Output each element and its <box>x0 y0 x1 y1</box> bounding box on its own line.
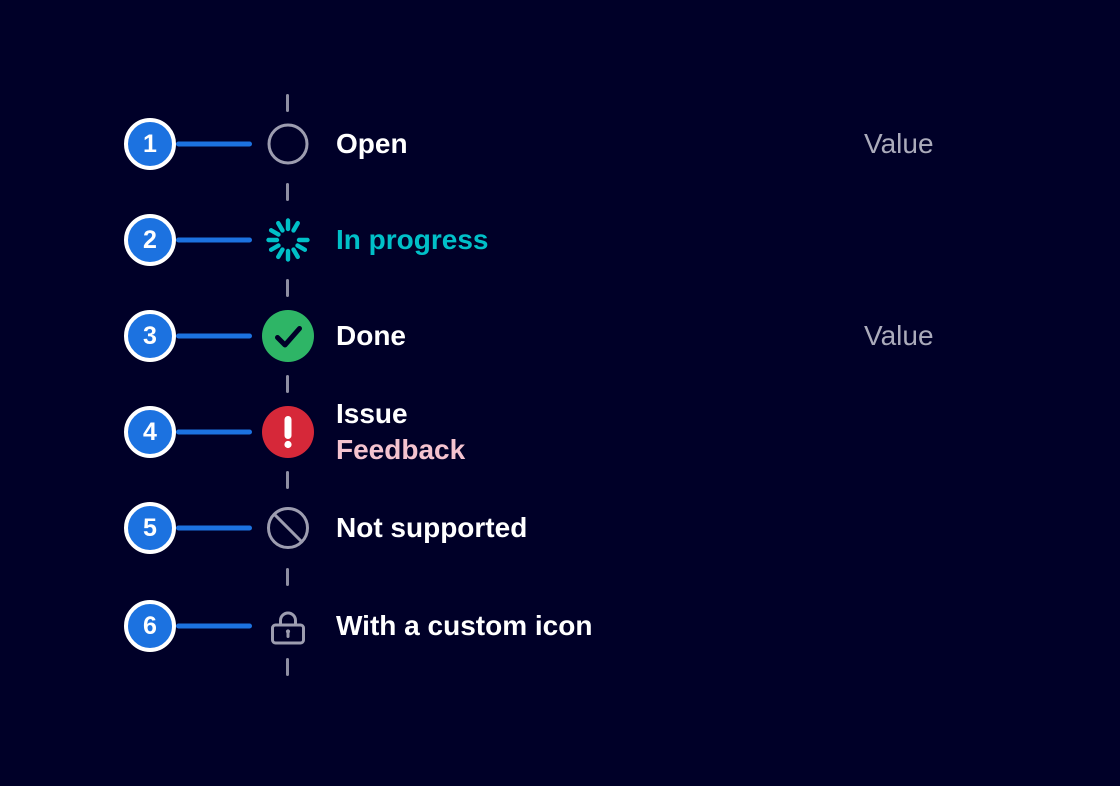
check-circle-icon <box>262 310 314 362</box>
step-sublabel-text: Feedback <box>336 434 466 465</box>
step-label-text: With a custom icon <box>336 610 593 641</box>
pointer-connector-line <box>176 237 252 243</box>
pointer-number: 3 <box>143 321 157 350</box>
step-label-text: Issue <box>336 398 408 429</box>
pointer-number: 2 <box>143 225 157 254</box>
pointer-connector-line <box>176 141 252 147</box>
timeline-step-done: 3 Done Value <box>0 288 1120 384</box>
step-label: With a custom icon <box>336 608 592 644</box>
pointer-connector-line <box>176 333 252 339</box>
timeline-dash <box>286 94 289 112</box>
pointer-number: 6 <box>143 611 157 640</box>
timeline-dash <box>286 658 289 676</box>
step-value: Value <box>864 128 934 159</box>
step-label: Issue Feedback <box>336 396 465 468</box>
timeline-step-custom-icon: 6 With a custom icon <box>0 578 1120 674</box>
step-value: Value <box>864 320 934 351</box>
timeline-dash <box>286 375 289 393</box>
ban-icon <box>265 505 311 551</box>
lock-icon <box>267 605 309 647</box>
timeline-dash <box>286 279 289 297</box>
timeline-dash <box>286 568 289 586</box>
pointer-number: 4 <box>143 417 157 446</box>
timeline-step-issue: 4 Issue Feedback <box>0 384 1120 480</box>
circle-outline-icon <box>266 122 310 166</box>
step-label: Not supported <box>336 510 527 546</box>
pointer-badge-4: 4 <box>124 406 176 458</box>
pointer-connector-line <box>176 525 252 531</box>
pointer-connector-line <box>176 623 252 629</box>
timeline-step-not-supported: 5 Not supported <box>0 480 1120 576</box>
pointer-badge-3: 3 <box>124 310 176 362</box>
spinner-icon <box>265 217 311 263</box>
timeline-step-open: 1 Open Value <box>0 96 1120 192</box>
pointer-number: 1 <box>143 129 157 158</box>
step-label-text: Open <box>336 128 408 159</box>
step-label-text: Not supported <box>336 512 528 543</box>
step-label: Open <box>336 126 408 162</box>
pointer-connector-line <box>176 429 252 435</box>
timeline-dash <box>286 183 289 201</box>
timeline-dash <box>286 471 289 489</box>
pointer-badge-1: 1 <box>124 118 176 170</box>
pointer-badge-5: 5 <box>124 502 176 554</box>
step-label-text: Done <box>336 320 406 351</box>
pointer-number: 5 <box>143 513 157 542</box>
timeline-step-in-progress: 2 In progress <box>0 192 1120 288</box>
alert-circle-icon <box>262 406 314 458</box>
step-label: In progress <box>336 222 488 258</box>
step-label-text: In progress <box>336 224 489 255</box>
pointer-badge-6: 6 <box>124 600 176 652</box>
pointer-badge-2: 2 <box>124 214 176 266</box>
step-label: Done <box>336 318 406 354</box>
